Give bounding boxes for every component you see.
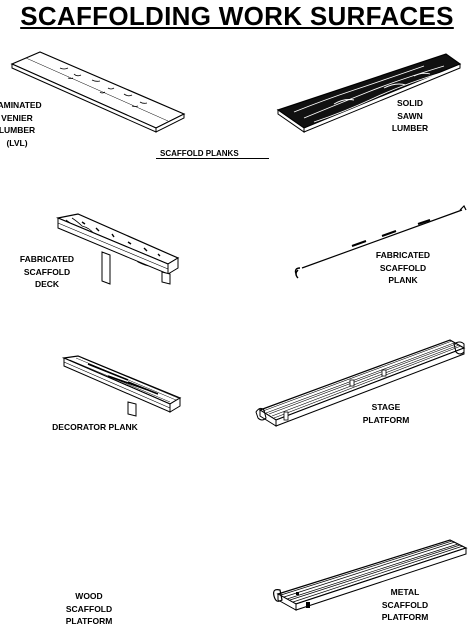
fabricated-plank-label: FABRICATED SCAFFOLD PLANK [375, 250, 431, 285]
stage-platform-label: STAGE PLATFORM [362, 402, 410, 425]
metal-platform-label: METAL SCAFFOLD PLATFORM [381, 587, 429, 622]
page-title: SCAFFOLDING WORK SURFACES [20, 1, 454, 31]
section-underline [156, 158, 269, 159]
section-label: SCAFFOLD PLANKS [160, 149, 239, 158]
wood-platform-label: WOOD SCAFFOLD PLATFORM [65, 591, 113, 626]
lvl-plank-drawing [10, 51, 186, 133]
decorator-plank-label: DECORATOR PLANK [52, 422, 138, 432]
solid-sawn-plank-drawing [276, 53, 462, 133]
metal-platform-drawing [273, 539, 468, 611]
lvl-label: LAMINATED VENIER LUMBER (LVL) [0, 100, 42, 148]
decorator-plank-drawing [61, 355, 182, 417]
stage-platform-drawing [255, 339, 466, 427]
fabricated-plank-drawing [294, 204, 467, 279]
fabricated-deck-label: FABRICATED SCAFFOLD DECK [19, 254, 75, 289]
fabricated-deck-drawing [55, 213, 180, 285]
solid-sawn-label: SOLID SAWN LUMBER [391, 98, 429, 133]
